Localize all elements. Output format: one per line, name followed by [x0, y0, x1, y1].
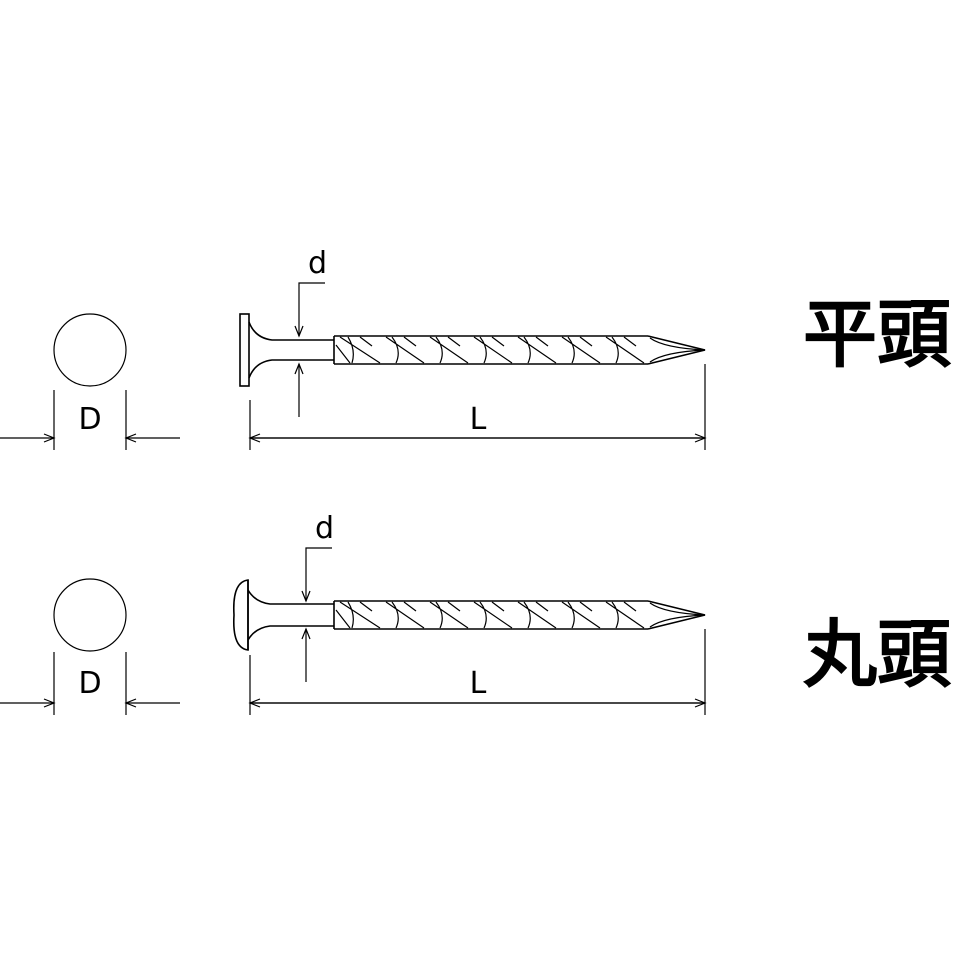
round-head-diameter-label: D [78, 666, 101, 701]
round-head-shank-diameter-label: d [315, 511, 334, 546]
round-head-title: 丸頭 [802, 612, 952, 698]
flat-head-figure: D d L 平頭 [0, 246, 952, 450]
round-head-length-label: L [470, 666, 487, 701]
round-head-nail-side-view [232, 579, 706, 651]
round-head-end-view [53, 578, 127, 652]
flat-head-thread [335, 336, 645, 364]
flat-head-nail-side-view [239, 313, 706, 387]
round-head-figure: D d L [0, 511, 952, 715]
flat-head-length-label: L [470, 402, 487, 437]
flat-head-diameter-label: D [78, 402, 101, 437]
flat-head-shank-diameter-label: d [308, 246, 327, 281]
flat-head-title: 平頭 [803, 292, 952, 378]
round-head-thread [335, 601, 645, 629]
flat-head-end-view [53, 313, 127, 387]
